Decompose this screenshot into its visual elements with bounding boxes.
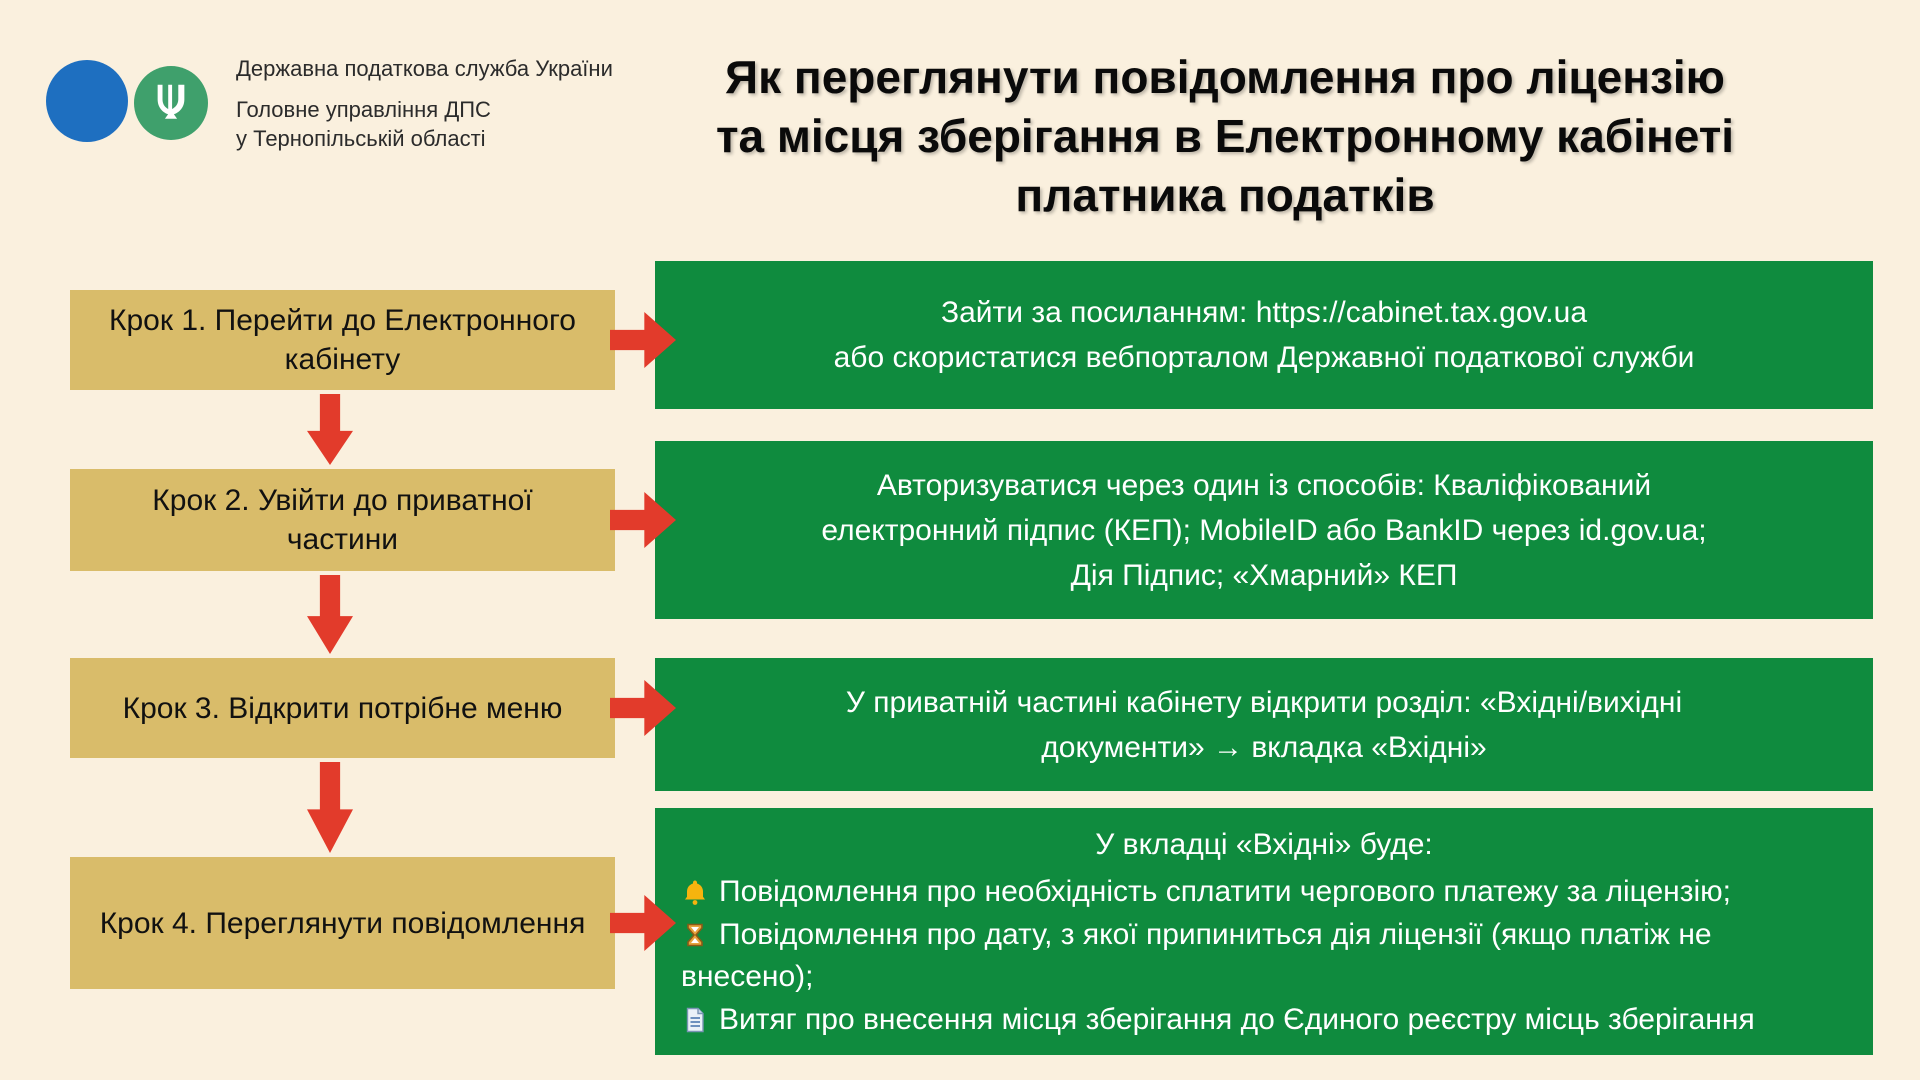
bell-icon	[685, 880, 705, 905]
step-1-description-box: Зайти за посиланням: https://cabinet.tax…	[655, 261, 1873, 409]
arrow-down-icon	[307, 575, 353, 654]
arrow-down-icon	[307, 762, 353, 853]
step-2-box: Крок 2. Увійти до приватної частини	[70, 469, 615, 571]
step-3-description-box: У приватній частині кабінету відкрити ро…	[655, 658, 1873, 791]
step-3-description: У приватній частині кабінету відкрити ро…	[845, 685, 1683, 764]
list-item: Повідомлення про дату, з якої припинитьс…	[681, 914, 1847, 997]
step-4-intro: У вкладці «Вхідні» буде:	[1095, 828, 1433, 861]
step-1-label: Крок 1. Перейти до Електронного кабінету	[109, 304, 576, 376]
trident-logo-circle	[134, 66, 208, 140]
step-2-description-box: Авторизуватися через один із способів: К…	[655, 441, 1873, 619]
step-1-box: Крок 1. Перейти до Електронного кабінету	[70, 290, 615, 390]
step-3-box: Крок 3. Відкрити потрібне меню	[70, 658, 615, 758]
step-4-description-box: У вкладці «Вхідні» буде: Повідомлення пр…	[655, 808, 1873, 1055]
list-item: Повідомлення про необхідність сплатити ч…	[681, 871, 1847, 912]
dps-blue-circle-logo	[46, 60, 128, 142]
document-icon	[686, 1007, 704, 1033]
trident-icon	[157, 84, 185, 119]
org-name-line1: Державна податкова служба України	[236, 56, 613, 81]
list-item: Витяг про внесення місця зберігання до Є…	[681, 999, 1847, 1040]
step-1-description: Зайти за посиланням: https://cabinet.tax…	[833, 296, 1695, 374]
step-3-label: Крок 3. Відкрити потрібне меню	[122, 691, 563, 725]
step-4-label: Крок 4. Переглянути повідомлення	[99, 906, 586, 940]
org-name-line2: Головне управління ДПС	[236, 97, 491, 122]
hourglass-icon	[687, 924, 703, 947]
list-item-text: Повідомлення про необхідність сплатити ч…	[719, 875, 1731, 908]
step-4-box: Крок 4. Переглянути повідомлення	[70, 857, 615, 989]
page-title: Як переглянути повідомлення про ліцензію…	[715, 51, 1735, 221]
step-2-description: Авторизуватися через один із способів: К…	[821, 468, 1707, 592]
list-item-text: Витяг про внесення місця зберігання до Є…	[719, 1003, 1755, 1037]
arrow-down-icon	[307, 394, 353, 465]
org-name-line3: у Тернопільській області	[236, 125, 486, 151]
organization-text: Державна податкова служба України Головн…	[236, 56, 613, 153]
step-2-label: Крок 2. Увійти до приватної частини	[152, 484, 533, 556]
list-item-text: Повідомлення про дату, з якої припинитьс…	[681, 918, 1712, 993]
